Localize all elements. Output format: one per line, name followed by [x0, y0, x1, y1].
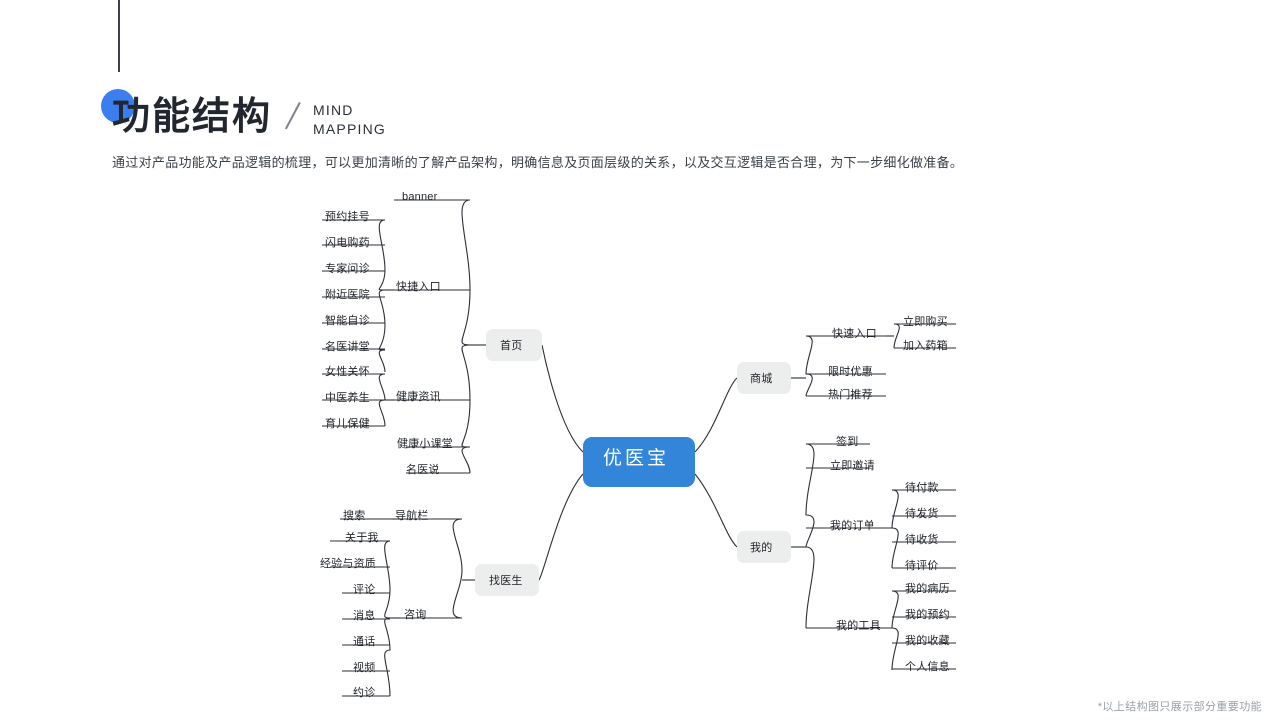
- node-quick-entry-label[interactable]: 快捷入口: [396, 281, 441, 293]
- decorative-vertical-line: [118, 0, 120, 72]
- node-find-doctor[interactable]: [475, 564, 539, 596]
- node-mall[interactable]: [737, 362, 791, 394]
- node-tcm-health-label[interactable]: 中医养生: [325, 392, 370, 404]
- node-search-label[interactable]: 搜索: [343, 510, 366, 522]
- node-smart-self-diagnosis-label[interactable]: 智能自诊: [325, 315, 370, 327]
- node-my-records-label[interactable]: 我的病历: [905, 583, 950, 595]
- title-accent-dot: [101, 89, 135, 123]
- node-comment-label[interactable]: 评论: [353, 584, 376, 596]
- node-health-class-label[interactable]: 健康小课堂: [397, 438, 453, 450]
- node-fast-entry-label[interactable]: 快速入口: [832, 328, 877, 340]
- node-invite-now-label[interactable]: 立即邀请: [830, 460, 875, 472]
- node-mine[interactable]: [737, 531, 791, 563]
- node-book-visit-label[interactable]: 约诊: [353, 687, 376, 699]
- node-lightning-buy-medicine-label[interactable]: 闪电购药: [325, 237, 370, 249]
- english-subtitle: MIND MAPPING: [313, 101, 386, 139]
- node-nearby-hospital-label[interactable]: 附近医院: [325, 289, 370, 301]
- node-banner-label[interactable]: banner: [402, 191, 438, 203]
- node-expert-consultation-label[interactable]: 专家问诊: [325, 263, 370, 275]
- node-women-care-label[interactable]: 女性关怀: [325, 366, 370, 378]
- node-pending-review-label[interactable]: 待评价: [905, 560, 939, 572]
- node-famous-doctor-talk-label[interactable]: 名医说: [406, 464, 440, 476]
- node-mine-label: 我的: [750, 542, 773, 554]
- node-pending-payment-label[interactable]: 待付款: [905, 482, 939, 494]
- page-title: 功能结构: [112, 96, 273, 138]
- node-my-appointments-label[interactable]: 我的预约: [905, 609, 950, 621]
- node-hot-recommend-label[interactable]: 热门推荐: [828, 389, 873, 401]
- page-footnote: *以上结构图只展示部分重要功能: [1097, 701, 1262, 713]
- node-home-label: 首页: [500, 340, 523, 352]
- node-find-doctor-label: 找医生: [489, 575, 523, 587]
- node-health-info-label[interactable]: 健康资讯: [396, 391, 441, 403]
- node-message-label[interactable]: 消息: [353, 610, 376, 622]
- node-add-medicine-box-label[interactable]: 加入药箱: [903, 340, 948, 352]
- node-my-orders-label[interactable]: 我的订单: [830, 520, 875, 532]
- mindmap-root-node[interactable]: [583, 437, 695, 487]
- page-description: 通过对产品功能及产品逻辑的梳理，可以更加清晰的了解产品架构，明确信息及页面层级的…: [112, 155, 964, 170]
- mindmap-root-label: 优医宝: [603, 448, 670, 469]
- node-call-label[interactable]: 通话: [353, 636, 376, 648]
- node-experience-qualification-label[interactable]: 经验与资质: [320, 558, 376, 570]
- english-subtitle-line1: MIND: [313, 102, 354, 118]
- node-pending-shipment-label[interactable]: 待发货: [905, 508, 939, 520]
- english-subtitle-line2: MAPPING: [313, 121, 386, 137]
- node-nav-bar-label[interactable]: 导航栏: [395, 510, 429, 522]
- node-check-in-label[interactable]: 签到: [836, 436, 859, 448]
- node-child-care-label[interactable]: 育儿保健: [325, 418, 370, 430]
- node-video-label[interactable]: 视频: [353, 662, 376, 674]
- node-about-me-label[interactable]: 关于我: [345, 532, 379, 544]
- node-buy-now-label[interactable]: 立即购买: [903, 316, 948, 328]
- node-limited-discount-label[interactable]: 限时优惠: [828, 366, 873, 378]
- node-personal-info-label[interactable]: 个人信息: [905, 661, 950, 673]
- node-my-tools-label[interactable]: 我的工具: [836, 620, 881, 632]
- node-consult-label[interactable]: 咨询: [404, 609, 427, 621]
- node-home[interactable]: [486, 329, 542, 361]
- node-famous-doctor-lecture-label[interactable]: 名医讲堂: [325, 341, 370, 353]
- node-pending-receipt-label[interactable]: 待收货: [905, 534, 939, 546]
- node-my-favorites-label[interactable]: 我的收藏: [905, 635, 950, 647]
- node-appointment-registration-label[interactable]: 预约挂号: [325, 211, 370, 223]
- node-mall-label: 商城: [750, 373, 773, 385]
